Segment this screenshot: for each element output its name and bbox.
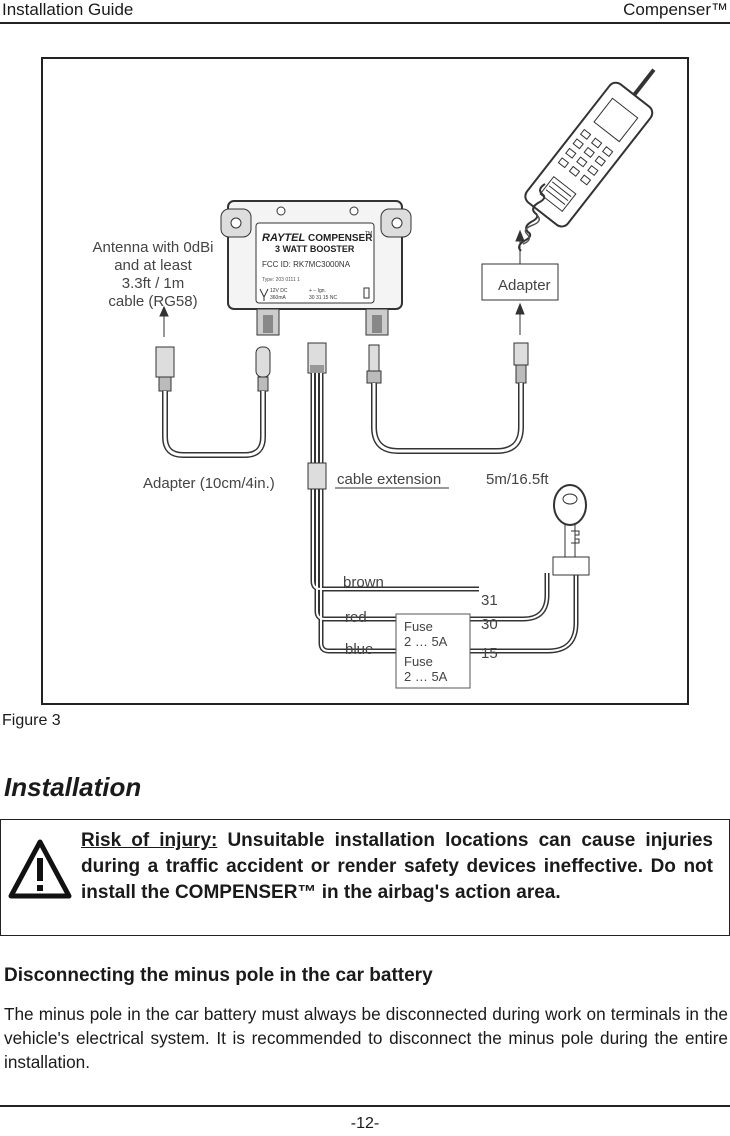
adapter-label: Adapter <box>498 277 551 294</box>
warning-label: Risk of injury: <box>81 830 218 851</box>
cable-extension-label: cable extension <box>337 471 441 488</box>
adapter-box <box>481 263 559 301</box>
page-number: -12- <box>350 1115 380 1132</box>
page-footer: -12- <box>0 1105 730 1132</box>
phone-symbol-icon <box>363 287 370 299</box>
antenna-label-1: Antenna with 0dBi <box>93 239 214 256</box>
cable-length-label: 5m/16.5ft <box>486 471 549 488</box>
long-cable <box>366 342 529 454</box>
wire-brown-label: brown <box>343 574 384 591</box>
fuse1-label: Fuse <box>404 619 433 634</box>
subsection-title: Disconnecting the minus pole in the car … <box>4 965 433 986</box>
device-subtitle: 3 WATT BOOSTER <box>275 244 355 254</box>
antenna-label-3: 3.3ft / 1m <box>122 275 185 292</box>
warning-body: Unsuitable installation locations can ca… <box>81 830 713 903</box>
antenna-symbol-icon <box>259 288 269 301</box>
booster-device: RAYTEL COMPENSER TM 3 WATT BOOSTER FCC I… <box>220 200 412 336</box>
terminal-31-label: 31 <box>481 592 498 609</box>
power-cable <box>307 342 579 654</box>
warning-box: Risk of injury: Unsuitable installation … <box>0 819 730 936</box>
fuse-box <box>395 613 471 689</box>
phone-handset <box>518 68 656 252</box>
warning-text: Risk of injury: Unsuitable installation … <box>81 828 713 906</box>
device-type: Type: 203 0111 1 <box>262 277 300 283</box>
section-title: Installation <box>4 772 142 802</box>
fuse1-rating: 2 … 5A <box>404 634 448 649</box>
device-spec1: 12V DC <box>270 288 288 294</box>
device-brand: RAYTEL <box>262 232 305 244</box>
terminal-30-label: 30 <box>481 616 498 633</box>
fuse2-rating: 2 … 5A <box>404 669 448 684</box>
wire-blue-label: blue <box>345 641 373 658</box>
header-title: Installation Guide <box>2 0 134 19</box>
ignition-key-icon <box>552 484 590 576</box>
wire-red-label: red <box>345 609 367 626</box>
antenna-label-2: and at least <box>114 257 192 274</box>
device-spec2: 360mA <box>270 295 287 301</box>
device-fcc: FCC ID: RK7MC3000NA <box>262 260 351 269</box>
device-name: COMPENSER <box>308 233 373 244</box>
arrows <box>159 229 525 337</box>
wiring-diagram: RAYTEL COMPENSER TM 3 WATT BOOSTER FCC I… <box>93 68 656 689</box>
device-tm: TM <box>365 231 372 237</box>
short-adapter-label: Adapter (10cm/4in.) <box>143 475 275 492</box>
warning-triangle-icon <box>8 839 72 899</box>
page-header: Installation Guide Compenser™ <box>0 0 730 24</box>
antenna-label-4: cable (RG58) <box>108 293 197 310</box>
figure-caption: Figure 3 <box>2 712 61 729</box>
fuse2-label: Fuse <box>404 654 433 669</box>
device-pins1: + − Ign. <box>309 288 326 294</box>
installation-diagram: RAYTEL COMPENSER TM 3 WATT BOOSTER FCC I… <box>41 57 689 705</box>
terminal-15-label: 15 <box>481 645 498 662</box>
device-pins2: 30 31 15 NC <box>309 295 337 301</box>
header-product: Compenser™ <box>623 0 728 19</box>
short-adapter-cable <box>155 346 271 458</box>
subsection-body: The minus pole in the car battery must a… <box>4 1004 728 1072</box>
